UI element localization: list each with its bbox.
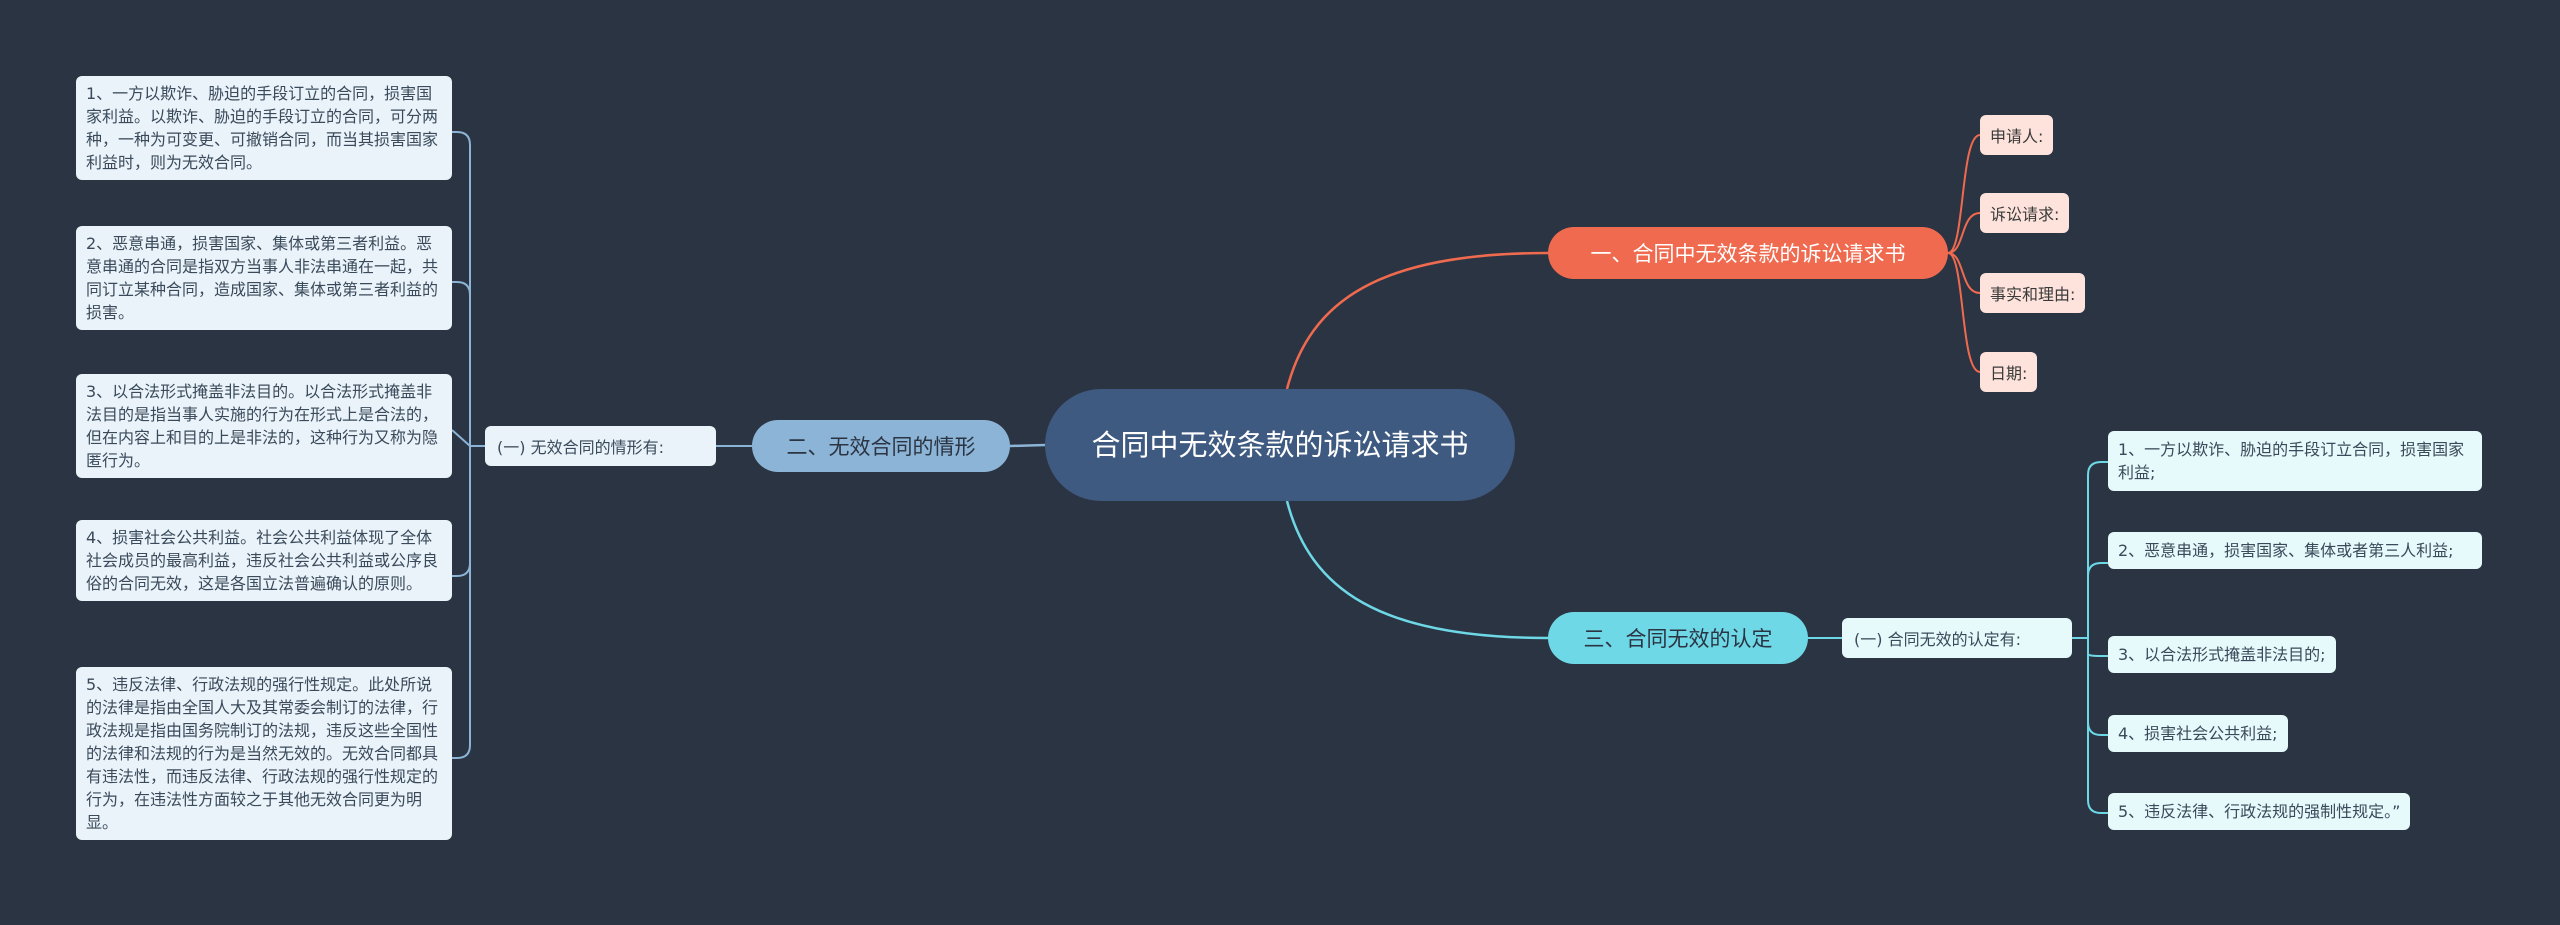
links-branch3-items <box>2072 461 2108 814</box>
branch-3-label: 三、合同无效的认定 <box>1583 627 1773 651</box>
branch-2-card[interactable]: 5、违反法律、行政法规的强行性规定。此处所说的法律是指由全国人大及其常委会制订的… <box>76 667 452 840</box>
branch-1-item[interactable]: 申请人: <box>1980 115 2054 155</box>
branch-3-item-text: 2、恶意串通，损害国家、集体或者第三人利益; <box>2118 541 2454 560</box>
branch-1-label: 一、合同中无效条款的诉讼请求书 <box>1590 242 1906 266</box>
branch-1-item-label: 日期: <box>1990 364 2028 383</box>
branch-1-item[interactable]: 事实和理由: <box>1980 273 2086 313</box>
branch-3-item-text: 3、以合法形式掩盖非法目的; <box>2118 645 2326 664</box>
branch-1-topic[interactable]: 一、合同中无效条款的诉讼请求书 <box>1548 227 1948 279</box>
link-center-branch1 <box>1285 251 1549 390</box>
branch-3-item[interactable]: 3、以合法形式掩盖非法目的; <box>2108 636 2336 673</box>
branch-2-card-text: 2、恶意串通，损害国家、集体或第三者利益。恶意串通的合同是指双方当事人非法串通在… <box>86 234 439 322</box>
branch-1-item-label: 申请人: <box>1990 127 2044 146</box>
link-center-branch3 <box>1285 500 1549 640</box>
branch-2-card[interactable]: 1、一方以欺诈、胁迫的手段订立的合同，损害国家利益。以欺诈、胁迫的手段订立的合同… <box>76 76 452 180</box>
branch-3-item[interactable]: 2、恶意串通，损害国家、集体或者第三人利益; <box>2108 532 2482 569</box>
branch-2-card[interactable]: 4、损害社会公共利益。社会公共利益体现了全体社会成员的最高利益，违反社会公共利益… <box>76 520 452 601</box>
branch-3-item[interactable]: 5、违反法律、行政法规的强制性规定。” <box>2108 793 2411 830</box>
central-topic[interactable]: 合同中无效条款的诉讼请求书 <box>1045 389 1515 501</box>
branch-1-item[interactable]: 诉讼请求: <box>1980 193 2070 233</box>
branch-2-card[interactable]: 2、恶意串通，损害国家、集体或第三者利益。恶意串通的合同是指双方当事人非法串通在… <box>76 226 452 330</box>
branch-1-item-label: 诉讼请求: <box>1990 205 2060 224</box>
branch-2-card-text: 1、一方以欺诈、胁迫的手段订立的合同，损害国家利益。以欺诈、胁迫的手段订立的合同… <box>86 84 439 172</box>
links-branch2-cards <box>451 131 485 759</box>
branch-3-subtopic[interactable]: (一) 合同无效的认定有: <box>1842 618 2072 658</box>
branch-3-topic[interactable]: 三、合同无效的认定 <box>1548 612 1808 664</box>
central-topic-label: 合同中无效条款的诉讼请求书 <box>1091 428 1469 462</box>
branch-2-card-text: 4、损害社会公共利益。社会公共利益体现了全体社会成员的最高利益，违反社会公共利益… <box>86 528 439 593</box>
branch-2-topic[interactable]: 二、无效合同的情形 <box>752 420 1010 472</box>
branch-3-item-text: 5、违反法律、行政法规的强制性规定。” <box>2118 802 2401 821</box>
branch-3-item[interactable]: 4、损害社会公共利益; <box>2108 715 2288 752</box>
branch-3-item-text: 1、一方以欺诈、胁迫的手段订立合同，损害国家利益; <box>2118 440 2465 482</box>
branch-3-subtopic-label: (一) 合同无效的认定有: <box>1854 630 2021 649</box>
branch-3-item[interactable]: 1、一方以欺诈、胁迫的手段订立合同，损害国家利益; <box>2108 431 2482 491</box>
branch-2-subtopic-label: (一) 无效合同的情形有: <box>497 438 664 457</box>
branch-2-card-text: 5、违反法律、行政法规的强行性规定。此处所说的法律是指由全国人大及其常委会制订的… <box>86 675 439 832</box>
branch-2-card[interactable]: 3、以合法形式掩盖非法目的。以合法形式掩盖非法目的是指当事人实施的行为在形式上是… <box>76 374 452 478</box>
branch-2-subtopic[interactable]: (一) 无效合同的情形有: <box>485 426 716 466</box>
branch-1-item[interactable]: 日期: <box>1980 352 2038 392</box>
branch-3-item-text: 4、损害社会公共利益; <box>2118 724 2278 743</box>
branch-2-label: 二、无效合同的情形 <box>786 435 976 459</box>
branch-1-item-label: 事实和理由: <box>1990 285 2076 304</box>
branch-2-card-text: 3、以合法形式掩盖非法目的。以合法形式掩盖非法目的是指当事人实施的行为在形式上是… <box>86 382 439 470</box>
links-branch1 <box>1947 134 1981 373</box>
link-center-branch2 <box>1009 443 1046 448</box>
